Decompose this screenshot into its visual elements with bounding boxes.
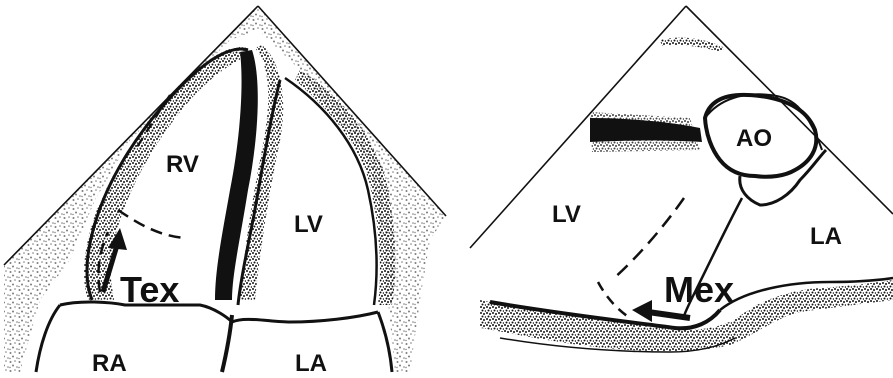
av-plane xyxy=(60,302,378,322)
right-sector-edge-right xyxy=(686,6,893,214)
anterior-septum-stipple xyxy=(590,112,700,152)
label-ra: RA xyxy=(92,350,127,377)
right-panel-long-axis: AO LV LA Mex xyxy=(470,6,893,352)
mitral-dashed-line xyxy=(612,198,684,280)
label-la-right: LA xyxy=(810,223,842,250)
ra-wall xyxy=(36,305,60,372)
tricuspid-dashed-line xyxy=(118,210,185,238)
label-la-left: LA xyxy=(295,350,327,377)
mex-arrow-shaft xyxy=(648,312,690,318)
label-mex: Mex xyxy=(664,269,734,310)
near-field-stipple xyxy=(660,38,725,52)
la-wall xyxy=(378,312,392,372)
label-tex: Tex xyxy=(120,269,179,310)
label-ao: AO xyxy=(736,125,772,152)
left-panel-four-chamber: RV LV RA LA Tex xyxy=(4,6,446,377)
atrial-septum xyxy=(222,315,232,372)
label-rv: RV xyxy=(166,151,199,178)
mitral-dashed-line-2 xyxy=(598,282,630,318)
label-lv-right: LV xyxy=(552,201,581,228)
mex-arrow-head xyxy=(632,300,652,322)
label-lv-left: LV xyxy=(294,211,323,238)
